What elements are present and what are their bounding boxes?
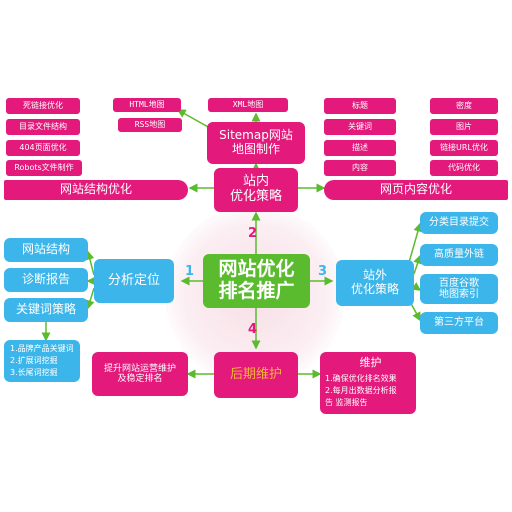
maint-item: 1.确保优化排名效果 — [325, 373, 397, 383]
onsite-line1: 站内 — [242, 174, 269, 190]
structure-item: 目录文件结构 — [6, 119, 80, 135]
sitemap-line2: 地图制作 — [231, 142, 280, 156]
content-item: 关键词 — [324, 119, 396, 135]
html-map-tag: HTML地图 — [113, 98, 181, 112]
operation-box: 提升网站运营维护 及稳定排名 — [92, 352, 188, 396]
structure-item: 404页面优化 — [6, 140, 80, 156]
structure-item: 死链接优化 — [6, 98, 80, 114]
center-line2: 排名推广 — [218, 280, 295, 302]
offsite-line1: 站外 — [362, 268, 387, 283]
sitemap-node: Sitemap网站 地图制作 — [207, 122, 305, 164]
left-item: 诊断报告 — [4, 268, 88, 292]
keyword-list-item: 2.扩展词挖掘 — [10, 356, 58, 365]
onsite-line2: 优化策略 — [229, 189, 282, 204]
sitemap-line1: Sitemap网站 — [219, 128, 293, 143]
offsite-strategy-node: 站外 优化策略 — [336, 260, 414, 306]
keyword-list: 1.品牌产品关键词 2.扩展词挖掘 3.长尾词挖掘 — [4, 340, 80, 382]
onsite-strategy-node: 站内 优化策略 — [214, 168, 298, 212]
maintenance-node: 后期维护 — [214, 352, 298, 398]
xml-map-tag: XML地图 — [208, 98, 288, 112]
content-bar: 网页内容优化 — [324, 180, 508, 200]
center-line1: 网站优化 — [218, 258, 295, 281]
content-item: 密度 — [430, 98, 498, 114]
keyword-list-item: 3.长尾词挖掘 — [10, 368, 58, 377]
branch-number-1: 1 — [185, 264, 195, 279]
left-item: 网站结构 — [4, 238, 88, 262]
right-item: 第三方平台 — [420, 312, 498, 334]
structure-item: Robots文件制作 — [6, 160, 82, 176]
content-item: 描述 — [324, 140, 396, 156]
content-item: 链接URL优化 — [430, 140, 498, 156]
content-item: 内容 — [324, 160, 396, 176]
maint-item: 告 监测报告 — [325, 397, 368, 407]
operation-line1: 提升网站运营维护 — [103, 363, 176, 374]
content-item: 代码优化 — [430, 160, 498, 176]
right-item: 分类目录提交 — [420, 212, 498, 234]
rss-map-tag: RSS地图 — [118, 118, 182, 132]
branch-number-3: 3 — [318, 264, 328, 279]
analysis-node: 分析定位 — [94, 259, 174, 303]
right-item-map: 百度谷歌 地图索引 — [420, 274, 498, 304]
right-item-map-line1: 百度谷歌 — [439, 277, 479, 289]
offsite-line2: 优化策略 — [350, 282, 399, 296]
right-item-map-line2: 地图索引 — [439, 289, 479, 300]
branch-number-4: 4 — [248, 322, 258, 337]
structure-bar: 网站结构优化 — [4, 180, 188, 200]
center-node: 网站优化 排名推广 — [203, 254, 310, 308]
maint-title: 维护 — [359, 356, 382, 370]
right-item: 高质量外链 — [420, 244, 498, 266]
content-item: 标题 — [324, 98, 396, 114]
content-item: 图片 — [430, 119, 498, 135]
maint-item: 2.每月出数据分析报 — [325, 385, 397, 395]
left-item: 关键词策略 — [4, 298, 88, 322]
operation-line2: 及稳定排名 — [117, 374, 163, 384]
branch-number-2: 2 — [248, 226, 258, 241]
keyword-list-item: 1.品牌产品关键词 — [10, 344, 74, 353]
maint-box: 维护 1.确保优化排名效果 2.每月出数据分析报 告 监测报告 — [320, 352, 416, 414]
